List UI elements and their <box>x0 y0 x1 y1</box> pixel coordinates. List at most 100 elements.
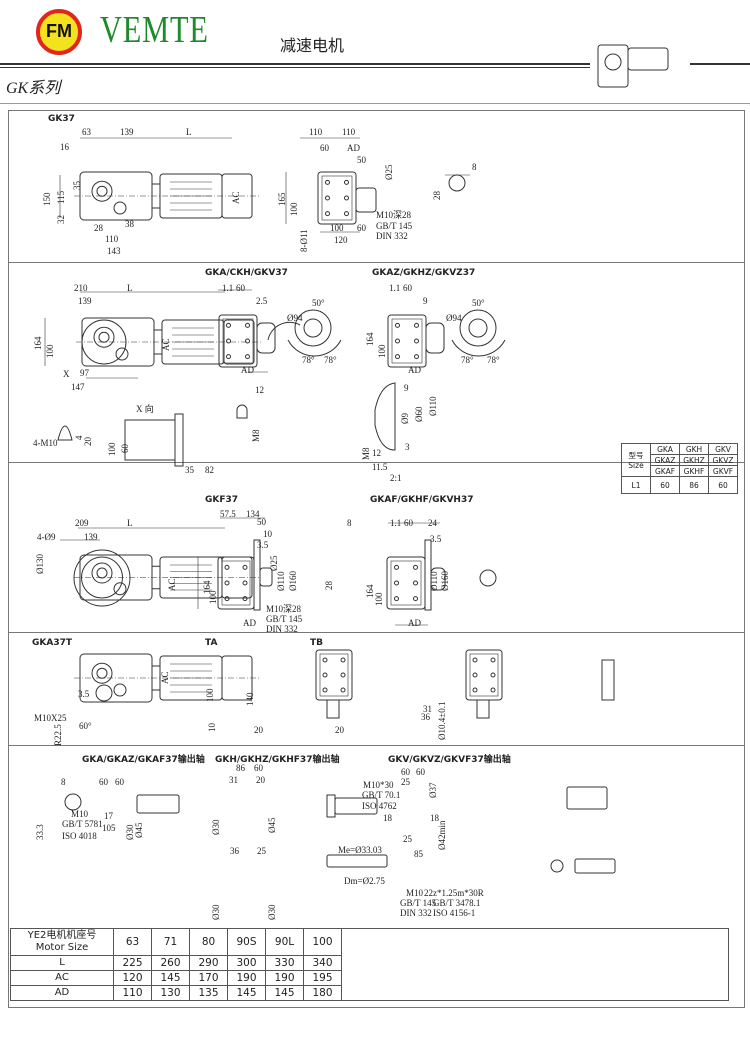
dimension-label: DIN 332 <box>376 231 408 241</box>
dimension-label: GB/T 145 <box>266 614 303 624</box>
product-sketch-motor <box>627 47 669 71</box>
drawing-frame <box>8 110 745 1008</box>
dimension-label: AD <box>243 618 256 628</box>
size-cell: GKAF <box>650 465 680 477</box>
dimension-label: AD <box>241 365 254 375</box>
dimension-label: Ø94 <box>446 313 462 323</box>
dimension-label: Ø160 <box>288 571 298 591</box>
output-bore <box>93 326 115 348</box>
header-rule <box>690 63 750 65</box>
dimension-label: 78° <box>461 355 474 365</box>
motor-size: 71 <box>151 928 190 956</box>
housing-side-view <box>465 649 503 701</box>
dimension-label: 8 <box>61 777 66 787</box>
output-shaft <box>98 331 110 343</box>
dimension-label: 78° <box>302 355 315 365</box>
bolt-hole <box>242 596 248 602</box>
dimension-label: M8 <box>361 447 371 460</box>
bolt-hole <box>414 322 419 328</box>
dimension-label: 134 <box>246 509 260 519</box>
dimension-label: 115 <box>56 190 66 204</box>
dimension-label: Ø30 <box>211 904 221 921</box>
dimension-label: DIN 332 <box>266 624 298 634</box>
housing-side-view <box>217 556 255 610</box>
dimension-label: 63 <box>82 127 91 137</box>
dimension-label: Ø37 <box>428 782 438 799</box>
dimension-label: 100 <box>330 223 344 233</box>
pinion-circle <box>113 201 127 215</box>
dimension-label: 25 <box>401 777 410 787</box>
view-title: GKA/GKAZ/GKAF37输出轴 <box>82 755 205 765</box>
cell: 290 <box>189 955 228 971</box>
dimension-label: 110 <box>342 127 356 137</box>
dimension-label: M10X25 <box>34 713 67 723</box>
dimension-label: Ø30 <box>211 819 221 836</box>
dimension-label: GB/T 5781 <box>62 819 103 829</box>
bolt-hole <box>322 672 328 678</box>
housing-side-view <box>218 314 258 368</box>
rubber-buffer-section <box>601 659 615 701</box>
bolt-hole <box>226 322 231 328</box>
dimension-label: 60 <box>416 767 425 777</box>
dimension-label: 50 <box>257 517 266 527</box>
size-cell: GKH <box>679 443 709 455</box>
dimension-label: 31 <box>229 775 238 785</box>
flange-bore <box>303 318 323 338</box>
dimension-label: 82 <box>205 465 214 475</box>
dimension-label: GB/T 145 <box>400 898 437 908</box>
dimension-label: 4-M10 <box>33 438 58 448</box>
bolt-hole <box>325 179 330 185</box>
housing-inner <box>391 318 423 364</box>
bolt-hole <box>413 564 418 570</box>
view-title: TA <box>205 638 218 648</box>
bolt-hole <box>490 687 496 693</box>
flange-detail-section <box>374 382 396 451</box>
output-flange <box>253 539 261 611</box>
bolt-hole <box>226 354 231 360</box>
dimension-label: 85 <box>414 849 423 859</box>
angle-arc <box>287 339 342 357</box>
dimension-label: M8 <box>251 429 261 442</box>
bolt-hole <box>245 322 250 328</box>
bolt-hole <box>325 195 330 201</box>
pinion-circle <box>115 347 129 361</box>
bolt-hole <box>472 687 478 693</box>
dimension-label: 100 <box>205 688 215 703</box>
dimension-label: Ø30 <box>267 904 277 921</box>
dimension-label: 100 <box>289 202 299 217</box>
cell: 330 <box>265 955 304 971</box>
dimension-label: 8 <box>472 162 477 172</box>
dimension-label: 60 <box>236 283 245 293</box>
bolt-hole <box>224 564 230 570</box>
dimension-label: 12 <box>255 385 264 395</box>
dimension-label: 139 <box>120 127 134 137</box>
flange-view <box>459 309 497 347</box>
motor-size: 80 <box>189 928 228 956</box>
cell: 120 <box>113 970 152 986</box>
dimension-label: X <box>63 369 70 379</box>
dimension-label: Ø42min <box>437 820 447 850</box>
bolt-hole <box>472 672 478 678</box>
bolt-hole <box>340 672 346 678</box>
dimension-label: 4-Ø9 <box>37 532 56 542</box>
motor-size: 100 <box>303 928 342 956</box>
dimension-label: AD <box>408 365 421 375</box>
dimension-label: 139 <box>84 532 98 542</box>
bolt-hole <box>395 354 400 360</box>
page-subtitle: 减速电机 <box>280 38 345 55</box>
view-title: TB <box>310 638 323 648</box>
dimension-label: L <box>127 518 133 528</box>
l1-label: L1 <box>621 476 651 494</box>
output-shaft <box>96 185 108 197</box>
dimension-label: 60 <box>404 518 413 528</box>
bolt-hole <box>490 657 496 663</box>
pinion-circle <box>113 582 127 596</box>
dimension-label: 20 <box>83 437 93 446</box>
bolt-hole <box>394 564 399 570</box>
dimension-label: GB/T 3478.1 <box>433 898 481 908</box>
output-bore <box>91 562 113 584</box>
header-rule <box>0 63 590 65</box>
dimension-label: Ø45 <box>134 822 144 839</box>
dimension-label: Ø45 <box>267 817 277 834</box>
